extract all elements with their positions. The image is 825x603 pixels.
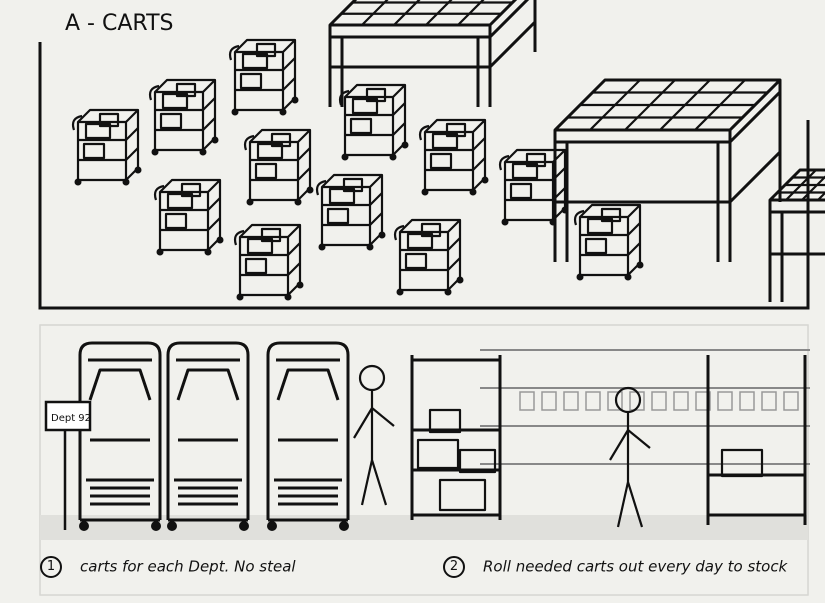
wheel (549, 218, 557, 226)
wheel (318, 243, 326, 251)
stick-figure-worker (609, 386, 651, 528)
cart-right (706, 355, 807, 525)
wheel (151, 148, 159, 156)
stock-cart (410, 355, 502, 520)
display-table (768, 168, 825, 302)
wheel (236, 293, 244, 301)
wheel (389, 153, 397, 161)
cart (153, 178, 224, 256)
caption-1-number: 1 (40, 556, 62, 578)
wheel (561, 206, 569, 214)
cart (228, 38, 299, 116)
wheel (246, 198, 254, 206)
wheel (401, 141, 409, 149)
wheel (267, 521, 277, 531)
cart (498, 148, 569, 226)
caption-2-text: Roll needed carts out every day to stock (483, 557, 788, 576)
box (416, 438, 460, 470)
cart (418, 118, 489, 196)
wheel (151, 521, 161, 531)
tall-cart (166, 341, 250, 531)
wheel (156, 248, 164, 256)
cart (148, 78, 219, 156)
panel-top-frame (38, 42, 810, 310)
display-table (328, 0, 537, 107)
panel-top: A - CARTS (38, 0, 825, 310)
wheel (79, 521, 89, 531)
display-table (553, 78, 782, 262)
wheel (291, 96, 299, 104)
cart (338, 83, 409, 161)
panel-bottom-frame (39, 324, 809, 596)
wheel (284, 293, 292, 301)
wheel (396, 288, 404, 296)
tall-cart (266, 341, 350, 531)
cart (71, 108, 142, 186)
wheel (481, 176, 489, 184)
box (458, 448, 497, 474)
box (720, 448, 764, 478)
wheel (167, 521, 177, 531)
caption-2-number: 2 (443, 556, 465, 578)
wheel (294, 198, 302, 206)
panel-top-title: A - CARTS (65, 11, 173, 36)
wheel (279, 108, 287, 116)
wheel (239, 521, 249, 531)
stick-figure-person (353, 364, 395, 506)
wheel (421, 188, 429, 196)
dept-sign-label: Dept 92 (51, 413, 91, 424)
cart (233, 223, 304, 301)
wheel (216, 236, 224, 244)
caption-1: 1 carts for each Dept. No steal (40, 556, 296, 578)
box (428, 408, 462, 434)
dept-sign: Dept 92 (44, 400, 92, 530)
wheel (469, 188, 477, 196)
wheel (378, 231, 386, 239)
wheel (636, 261, 644, 269)
caption-1-text: carts for each Dept. No steal (80, 557, 296, 576)
wheel (306, 186, 314, 194)
wheel (231, 108, 239, 116)
tables (328, 0, 825, 302)
cart (393, 218, 464, 296)
wheel (134, 166, 142, 174)
wheel (204, 248, 212, 256)
wheel (624, 273, 632, 281)
box (438, 478, 487, 512)
wheel (366, 243, 374, 251)
cart (573, 203, 644, 281)
tall-cart (78, 341, 162, 531)
wheel (74, 178, 82, 186)
caption-2: 2 Roll needed carts out every day to stoc… (443, 556, 823, 578)
carts-group (71, 38, 644, 301)
wheel (122, 178, 130, 186)
wheel (456, 276, 464, 284)
wheel (339, 521, 349, 531)
wheel (576, 273, 584, 281)
wheel (341, 153, 349, 161)
store-shelves (480, 349, 810, 465)
panel-bottom: Dept 92 (39, 324, 810, 596)
wheel (444, 288, 452, 296)
wheel (199, 148, 207, 156)
wheel (211, 136, 219, 144)
cart (315, 173, 386, 251)
cart (243, 128, 314, 206)
wheel (501, 218, 509, 226)
wheel (296, 281, 304, 289)
